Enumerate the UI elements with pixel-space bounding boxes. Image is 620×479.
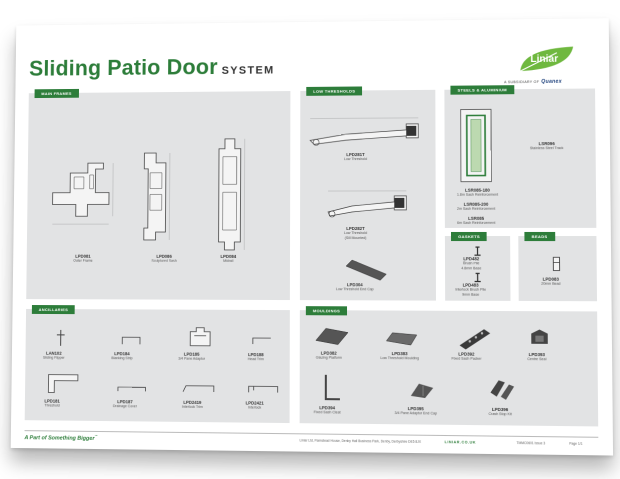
steels-panel: STEELS & ALUMINIUM LSR096Stainless Steel… bbox=[444, 88, 596, 227]
bead-icon bbox=[551, 256, 561, 272]
interlock-trim-drawing bbox=[182, 384, 216, 394]
brush-pile-icon bbox=[473, 246, 481, 256]
part-lpd392: LPD392Fixed Sash Packer bbox=[451, 351, 481, 361]
low-threshold-sill-drawing bbox=[322, 188, 412, 224]
part-lpd383: LPD383Low Threshold Moulding bbox=[380, 351, 419, 361]
part-lpd2419: LPD2419Interlock Trim bbox=[182, 400, 203, 410]
page-footer: A Part of Something Bigger™ Liniar Ltd, … bbox=[11, 428, 613, 456]
title-suffix: SYSTEM bbox=[222, 65, 275, 77]
low-thresholds-panel: LOW THRESHOLDS LPD281TLow Threshold LPD2… bbox=[300, 90, 436, 301]
part-lpd281t: LPD281TLow Threshold bbox=[344, 152, 367, 162]
catalogue-sheet: Sliding Patio DoorSYSTEM Liniar A SUBSID… bbox=[11, 18, 613, 455]
part-lpd181: LPD181Threshold bbox=[44, 398, 59, 408]
main-frames-tag: MAIN FRAMES bbox=[35, 89, 79, 98]
gaskets-panel: GASKETS LPD482Brush Pile4.8mm Base LPD48… bbox=[445, 236, 511, 301]
part-lpd084: LPD084Midrail bbox=[220, 254, 236, 264]
part-lpd188: LPD188Head Trim bbox=[248, 352, 264, 362]
part-lsr085: LSR0856m Sash Reinforcement bbox=[457, 216, 495, 226]
part-lpd304: LPD304Low Threshold End Cap bbox=[336, 282, 374, 292]
part-lpd396: LPD396Crash Stop Kit bbox=[489, 407, 512, 417]
low-thresholds-tag: LOW THRESHOLDS bbox=[306, 86, 362, 95]
part-lpd482: LPD482Brush Pile4.8mm Base bbox=[461, 256, 481, 270]
part-lpd185: LPD1853/4 Pane Adaptor bbox=[178, 352, 205, 362]
steels-tag: STEELS & ALUMINIUM bbox=[450, 85, 514, 95]
part-lpd184: LPD184Blanking Strip bbox=[111, 351, 132, 361]
blanking-strip-drawing bbox=[121, 335, 141, 345]
outer-frame-drawing bbox=[48, 153, 117, 232]
end-cap-drawing bbox=[344, 258, 388, 280]
part-lpd394: LPD394Fixed Sash Cleat bbox=[314, 405, 341, 415]
mouldings-panel: MOULDINGS LPD382Glazing Platform LPD383L… bbox=[300, 310, 599, 426]
footer-slogan: A Part of Something Bigger™ bbox=[24, 433, 97, 442]
part-lpd086: LPD086Sculptured Sash bbox=[151, 254, 176, 264]
ancillaries-tag: ANCILLARIES bbox=[32, 305, 75, 314]
part-lpd083: LPD08320mm Bead bbox=[541, 277, 560, 287]
footer-page-number: Page 1/1 bbox=[569, 442, 582, 446]
part-lpd393: LPD393Centre Seal bbox=[527, 352, 546, 362]
part-lsr085-180: LSR085-1801.8m Sash Reinforcement bbox=[457, 188, 498, 198]
midrail-drawing bbox=[211, 135, 251, 254]
low-threshold-drawing bbox=[306, 112, 428, 149]
footer-issue: TMMC0601 Issue 3 bbox=[516, 441, 545, 445]
fixed-sash-cleat-drawing bbox=[322, 373, 342, 404]
fixed-sash-packer-drawing bbox=[457, 327, 492, 350]
pane-adaptor-drawing bbox=[188, 326, 212, 348]
ancillaries-panel: ANCILLARIES LAN102Sliding Flipper LPD184… bbox=[25, 309, 290, 423]
gaskets-tag: GASKETS bbox=[451, 232, 487, 241]
adaptor-end-cap-drawing bbox=[409, 382, 436, 401]
interlock-brush-icon bbox=[474, 272, 482, 282]
part-lsr096: LSR096Stainless Steel Track bbox=[530, 141, 564, 151]
footer-website-link[interactable]: LINIAR.CO.UK bbox=[445, 440, 476, 444]
sculptured-sash-drawing bbox=[136, 149, 176, 244]
centre-seal-drawing bbox=[527, 327, 552, 348]
beads-panel: BEADS LPD08320mm Bead bbox=[518, 236, 597, 301]
drainage-cover-drawing bbox=[117, 385, 147, 393]
interlock-drawing bbox=[248, 384, 280, 394]
part-lpd282t: LPD282TLow Threshold(Sill Mounted) bbox=[344, 226, 367, 240]
part-lpd187: LPD187Drainage Cover bbox=[113, 399, 137, 409]
low-threshold-moulding-drawing bbox=[384, 329, 418, 347]
sash-reinforcement-drawing bbox=[457, 105, 496, 185]
logo-brand: Liniar bbox=[530, 54, 558, 65]
part-lpd395: LPD3953/4 Pane Adaptor End Cap bbox=[395, 406, 437, 416]
beads-tag: BEADS bbox=[524, 232, 554, 241]
mouldings-tag: MOULDINGS bbox=[306, 306, 347, 315]
head-trim-drawing bbox=[252, 336, 272, 346]
threshold-drawing bbox=[46, 371, 79, 395]
liniar-logo: Liniar A SUBSIDIARY OFQuanex bbox=[504, 44, 588, 93]
crash-stop-drawing bbox=[488, 376, 515, 401]
footer-divider bbox=[25, 430, 599, 437]
part-lan102: LAN102Sliding Flipper bbox=[43, 351, 65, 361]
flipper-drawing bbox=[55, 329, 67, 347]
footer-address: Liniar Ltd, Flamstead House, Denby Hall … bbox=[300, 438, 421, 444]
glazing-platform-drawing bbox=[314, 326, 350, 346]
part-lpd081: LPD081Outer Frame bbox=[73, 254, 92, 264]
page-title: Sliding Patio DoorSYSTEM bbox=[29, 54, 275, 82]
main-frames-panel: MAIN FRAMES LPD081Outer Frame LPD086Scul… bbox=[26, 91, 290, 300]
part-lpd382: LPD382Glazing Platform bbox=[316, 351, 342, 361]
part-lpd483: LPD483Interlock Brush Pile9mm Base bbox=[455, 282, 486, 296]
part-lpd2421: LPD2421Interlock bbox=[246, 400, 264, 410]
part-lsr085-200: LSR085-2002m Sash Reinforcement bbox=[457, 202, 495, 212]
